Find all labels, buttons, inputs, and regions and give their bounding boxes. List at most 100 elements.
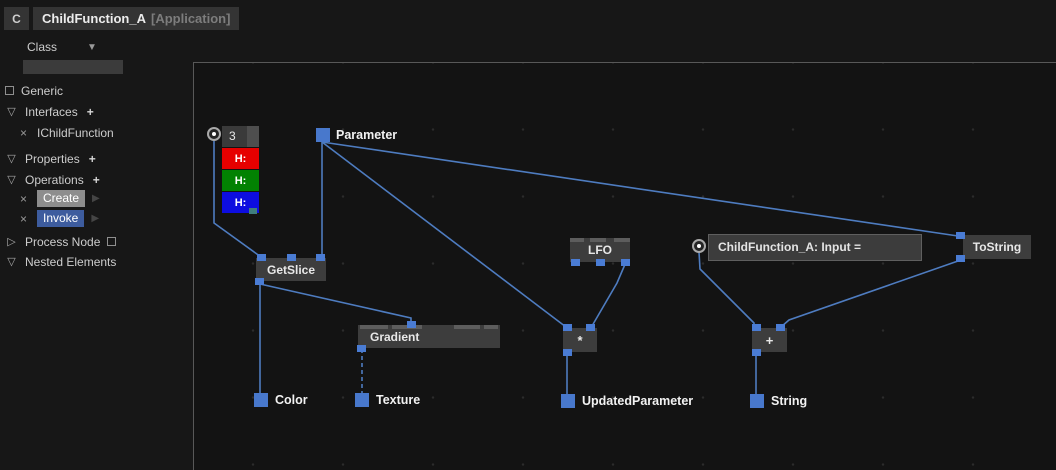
color-iobox-red[interactable]: H: (222, 148, 259, 169)
color-iobox-green[interactable]: H: (222, 170, 259, 191)
node-add[interactable]: + (752, 324, 787, 356)
chevron-down-icon[interactable]: ▼ (87, 41, 97, 53)
output-pin[interactable] (563, 349, 572, 356)
input-pin-parameter[interactable] (316, 128, 330, 142)
sidebar-item-invoke[interactable]: × Invoke ▶ (17, 210, 99, 227)
parameter-label: Parameter (336, 128, 398, 142)
collapse-triangle-icon[interactable]: ▽ (7, 174, 16, 186)
sidebar-item-nested-elements[interactable]: ▽ Nested Elements (5, 253, 116, 270)
input-pin[interactable] (586, 324, 595, 331)
pin-group[interactable] (614, 238, 630, 242)
input-pin[interactable] (563, 324, 572, 331)
wire-parameter-to-multiply (321, 141, 567, 328)
remove-icon[interactable]: × (19, 191, 27, 206)
node-gradient[interactable]: Gradient (357, 321, 500, 352)
node-title: LFO (588, 243, 612, 257)
class-selector-label: Class (27, 40, 58, 54)
input-pin[interactable] (776, 324, 785, 331)
sidebar-item-label: Operations (25, 172, 84, 187)
node-title: * (577, 332, 583, 348)
node-title: GetSlice (266, 262, 316, 277)
pin-group[interactable] (484, 325, 498, 329)
output-pin-texture[interactable] (355, 393, 369, 407)
add-icon[interactable]: + (88, 151, 96, 166)
output-pin[interactable] (255, 278, 264, 285)
input-pin[interactable] (287, 254, 296, 261)
node-multiply[interactable]: * (563, 324, 597, 356)
sidebar-item-properties[interactable]: ▽ Properties + (5, 150, 96, 167)
sidebar-item-operations[interactable]: ▽ Operations + (5, 171, 100, 188)
iobox-spinner[interactable] (247, 126, 259, 147)
output-pin[interactable] (621, 259, 630, 266)
checkbox-icon[interactable] (107, 237, 117, 246)
pin-group[interactable] (570, 238, 584, 242)
submenu-triangle-icon[interactable]: ▶ (91, 213, 100, 224)
wire-parameter-to-tostring (321, 141, 959, 237)
resize-handle[interactable] (249, 208, 257, 214)
input-pin[interactable] (752, 324, 761, 331)
invoke-operation-chip[interactable]: Invoke (37, 210, 85, 227)
sidebar-item-interfaces[interactable]: ▽ Interfaces + (5, 103, 94, 120)
document-tab[interactable]: ChildFunction_A[Application] (33, 7, 240, 30)
output-label-texture: Texture (376, 393, 421, 407)
output-label-color: Color (275, 393, 308, 407)
output-pin-updatedparameter[interactable] (561, 394, 575, 408)
create-operation-chip[interactable]: Create (37, 190, 86, 207)
class-selector[interactable]: Class ▼ (27, 40, 97, 54)
node-getslice[interactable]: GetSlice (255, 254, 326, 285)
pin-group[interactable] (360, 325, 388, 329)
output-label-updatedparameter: UpdatedParameter (582, 394, 694, 408)
sidebar-item-label: IChildFunction (37, 125, 114, 140)
checkbox-icon[interactable] (5, 86, 14, 95)
output-pin[interactable] (596, 259, 605, 266)
input-pin[interactable] (956, 232, 965, 239)
add-icon[interactable]: + (86, 104, 94, 119)
node-tostring[interactable]: ToString (956, 232, 1031, 262)
sidebar-item-ichildfunction[interactable]: × IChildFunction (17, 124, 114, 141)
pin-group[interactable] (590, 238, 606, 242)
expand-triangle-icon[interactable]: ▷ (7, 236, 16, 248)
output-pin[interactable] (357, 345, 366, 352)
sidebar-item-label: Process Node (25, 234, 101, 249)
sidebar-item-label: Properties (25, 151, 80, 166)
hue-label: H: (234, 152, 247, 165)
wire-lfo-to-multiply (591, 261, 627, 327)
add-icon[interactable]: + (92, 172, 100, 187)
iobox-value[interactable]: 3 (222, 126, 259, 147)
sidebar-item-label: Generic (21, 83, 64, 98)
node-title: Gradient (370, 329, 420, 344)
collapse-triangle-icon[interactable]: ▽ (7, 106, 16, 118)
collapse-triangle-icon[interactable]: ▽ (7, 256, 16, 268)
output-pin[interactable] (956, 255, 965, 262)
pin-group[interactable] (454, 325, 480, 329)
iobox-value-text: 3 (229, 129, 236, 143)
class-badge: C (4, 7, 29, 30)
filter-input[interactable] (23, 60, 123, 74)
tab-title-text: ChildFunction_A (42, 11, 146, 26)
input-pin[interactable] (257, 254, 266, 261)
radio-pin-icon[interactable] (692, 239, 706, 253)
sidebar-item-create[interactable]: × Create ▶ (17, 190, 100, 207)
sidebar-item-generic[interactable]: Generic (5, 82, 63, 99)
node-title: ToString (972, 240, 1022, 254)
collapse-triangle-icon[interactable]: ▽ (7, 153, 16, 165)
output-pin-color[interactable] (254, 393, 268, 407)
sidebar-item-label: Nested Elements (25, 254, 117, 269)
remove-icon[interactable]: × (19, 125, 27, 140)
comment-text: ChildFunction_A: Input = (718, 240, 861, 254)
input-pin[interactable] (316, 254, 325, 261)
output-pin[interactable] (752, 349, 761, 356)
sidebar-item-process-node[interactable]: ▷ Process Node (5, 233, 117, 250)
output-pin[interactable] (571, 259, 580, 266)
node-lfo[interactable]: LFO (570, 238, 630, 266)
submenu-triangle-icon[interactable]: ▶ (92, 193, 100, 204)
node-comment[interactable]: ChildFunction_A: Input = (708, 234, 922, 261)
output-pin-string[interactable] (750, 394, 764, 408)
sidebar-item-label: Interfaces (25, 104, 78, 119)
color-iobox-blue[interactable]: H: (222, 192, 259, 213)
hue-label: H: (234, 196, 247, 209)
radio-pin-icon[interactable] (207, 127, 221, 141)
remove-icon[interactable]: × (19, 211, 27, 226)
input-pin[interactable] (407, 321, 416, 328)
